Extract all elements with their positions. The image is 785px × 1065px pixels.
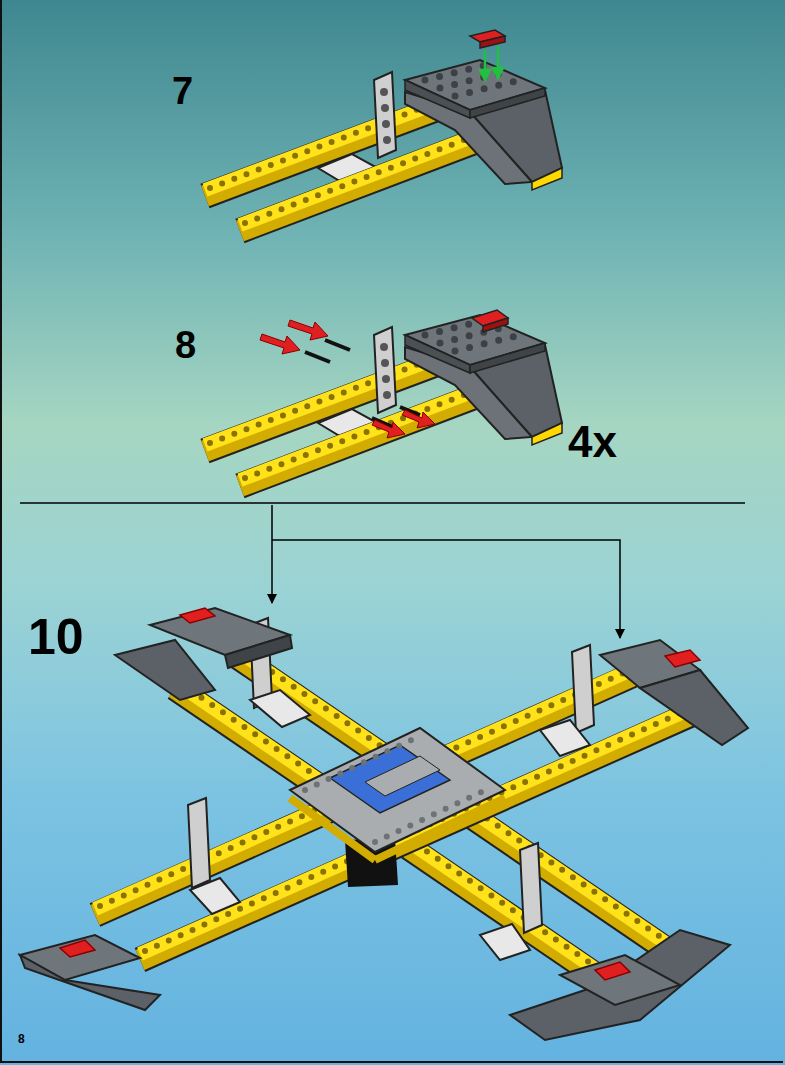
red-arrow: [260, 320, 435, 438]
center-plate: [375, 798, 505, 860]
step-8-assembly: [205, 315, 562, 486]
red-tile: [595, 962, 630, 980]
step-number: 8: [175, 326, 196, 364]
red-arrow: [288, 320, 328, 340]
red-tile: [180, 608, 215, 623]
red-tile: [60, 940, 95, 957]
step-8-assembly: [205, 315, 562, 486]
step-7-assembly: [205, 30, 562, 231]
light-grey-cross-piece: [190, 878, 240, 914]
light-grey-cross-piece: [540, 720, 590, 756]
red-arrow: [372, 420, 405, 438]
dark-grey-plate: [640, 670, 748, 745]
green-arrow: [497, 46, 500, 70]
axle-pin: [305, 352, 330, 362]
dark-grey-plate: [20, 955, 160, 1010]
yellow-beam: [95, 666, 640, 915]
green-arrow: [480, 70, 490, 80]
step-number: 10: [28, 612, 84, 662]
center-plate: [305, 736, 420, 790]
yellow-beam: [175, 682, 610, 985]
center-plate: [330, 745, 450, 813]
center-plate: [290, 728, 505, 852]
light-grey-cross-piece: [190, 690, 590, 960]
green-arrow: [480, 46, 503, 80]
step-7-assembly: [205, 60, 562, 231]
dark-grey-plate: [560, 955, 680, 1005]
step-number: 7: [172, 72, 193, 110]
step-8-assembly: [205, 310, 562, 486]
yellow-beam: [145, 711, 685, 951]
light-grey-cross-piece: [480, 924, 530, 960]
red-tile: [665, 650, 700, 667]
center-plate: [290, 728, 505, 887]
divider-line: [20, 502, 745, 504]
red-tile: [472, 310, 508, 332]
red-tile: [480, 36, 505, 48]
dark-grey-plate: [510, 930, 730, 1040]
yellow-beam: [140, 709, 690, 960]
center-plate: [290, 798, 375, 860]
light-grey-upright: [572, 645, 594, 733]
red-tile: [483, 318, 508, 332]
axle-pin: [325, 340, 350, 350]
green-arrow: [493, 68, 503, 78]
red-tile: [60, 608, 700, 980]
yellow-beam: [140, 709, 690, 954]
dark-grey-plate: [115, 640, 215, 700]
light-grey-upright: [520, 843, 542, 933]
quantity-label: 4x: [568, 420, 617, 464]
leader-arrow: [272, 540, 620, 638]
green-arrow: [484, 50, 487, 72]
red-tile: [470, 30, 505, 48]
red-arrow: [402, 410, 435, 428]
step-10-assembly: [20, 608, 748, 1040]
light-grey-upright: [188, 798, 210, 888]
light-grey-cross-piece: [250, 690, 310, 727]
divider-line: [20, 503, 745, 504]
red-arrow: [260, 334, 300, 354]
leader-arrow: [272, 505, 620, 638]
light-grey-upright: [188, 618, 594, 933]
center-plate: [365, 756, 440, 796]
dark-grey-plate: [20, 608, 748, 1040]
leader-arrow: [271, 505, 273, 603]
dark-grey-plate: [225, 635, 292, 668]
page-number: 8: [18, 1033, 25, 1045]
